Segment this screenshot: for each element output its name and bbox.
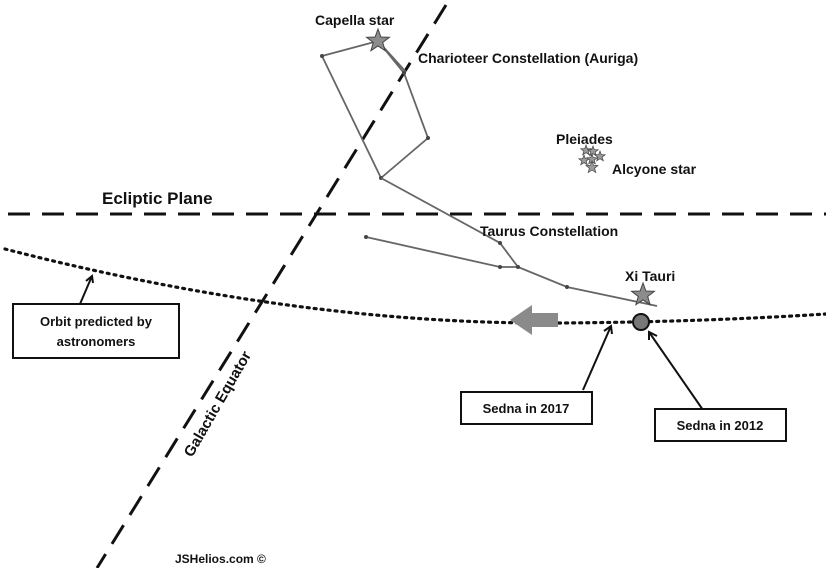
orbit-box-line1: Orbit predicted by xyxy=(40,314,153,329)
sedna-2012-position xyxy=(632,313,650,331)
capella-star-label: Capella star xyxy=(315,12,395,28)
orbit-predicted-box: Orbit predicted by astronomers xyxy=(12,303,180,359)
copyright-label: JSHelios.com © xyxy=(175,552,266,566)
taurus-constellation xyxy=(364,177,658,307)
sedna-2017-label: Sedna in 2017 xyxy=(483,401,570,416)
pleiades-cluster-icon xyxy=(577,143,607,174)
sedna-2017-box: Sedna in 2017 xyxy=(460,391,593,425)
capella-star-icon xyxy=(365,27,391,52)
pointer-arrows xyxy=(79,274,704,411)
auriga-constellation xyxy=(320,39,430,180)
galactic-equator-label: Galactic Equator xyxy=(181,348,255,460)
pleiades-label: Pleiades xyxy=(556,131,613,147)
predicted-orbit-path xyxy=(3,247,826,325)
sedna-2012-box: Sedna in 2012 xyxy=(654,408,787,442)
taurus-constellation-label: Taurus Constellation xyxy=(480,223,618,239)
ecliptic-plane-label: Ecliptic Plane xyxy=(102,189,213,208)
alcyone-star-label: Alcyone star xyxy=(612,161,697,177)
sedna-2012-label: Sedna in 2012 xyxy=(677,418,764,433)
orbit-box-line2: astronomers xyxy=(57,334,136,349)
motion-direction-arrow xyxy=(510,305,558,335)
xi-tauri-label: Xi Tauri xyxy=(625,268,675,284)
xi-tauri-star-icon xyxy=(630,281,656,306)
galactic-equator-line xyxy=(95,4,448,568)
auriga-label: Charioteer Constellation (Auriga) xyxy=(418,50,638,66)
